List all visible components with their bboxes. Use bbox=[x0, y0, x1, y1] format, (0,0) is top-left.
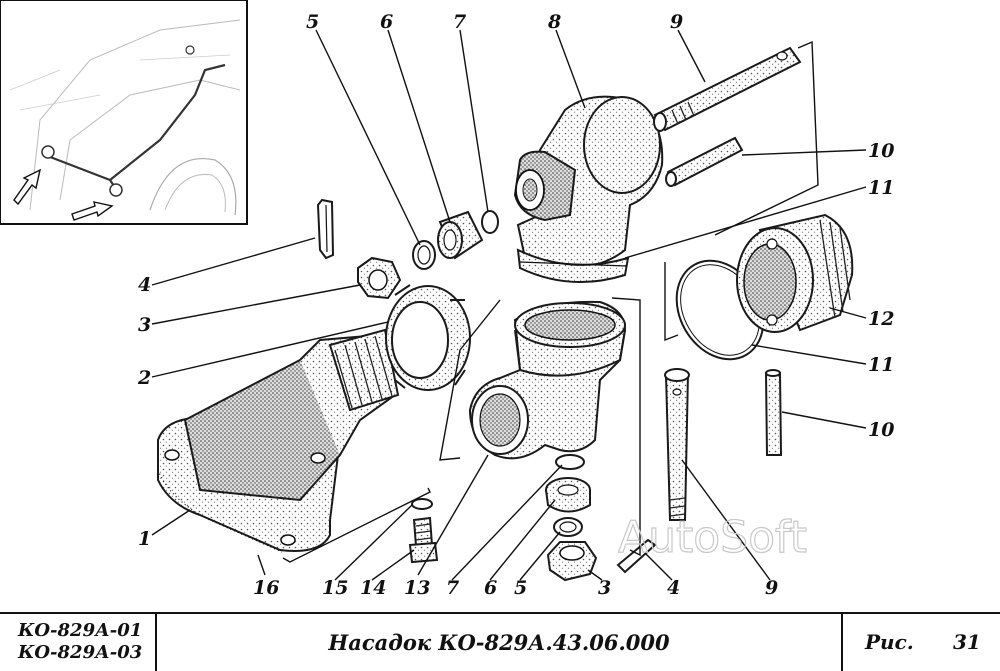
assembly-guide-lines bbox=[282, 40, 819, 563]
part-14-bolt bbox=[408, 516, 439, 564]
inset-vehicle-view bbox=[0, 0, 248, 225]
callout-3: 3 bbox=[598, 577, 611, 599]
watermark: AutoSoft bbox=[618, 512, 807, 563]
part-9-pin-lower bbox=[664, 368, 690, 521]
part-5-lock-washer-upper bbox=[412, 240, 436, 270]
callout-9: 9 bbox=[670, 11, 683, 33]
part-1-flange-body bbox=[157, 328, 400, 552]
callout-10: 10 bbox=[868, 140, 894, 162]
part-10-pin-upper bbox=[665, 136, 744, 187]
figure-reference: Рис. 31 bbox=[843, 614, 1000, 671]
callout-5: 5 bbox=[514, 577, 527, 599]
drawing-title: Насадок КО-829А.43.06.000 bbox=[157, 614, 843, 671]
callout-3: 3 bbox=[138, 314, 151, 336]
callout-2: 2 bbox=[137, 367, 151, 389]
part-10-pin-lower bbox=[764, 369, 783, 456]
figure-number: 31 bbox=[953, 630, 981, 654]
part-2-slotted-nut bbox=[385, 284, 471, 391]
callout-4: 4 bbox=[667, 577, 680, 599]
callout-11: 11 bbox=[868, 177, 894, 199]
part-4-cotter-pin-upper bbox=[316, 198, 335, 260]
part-15-washer bbox=[411, 498, 433, 510]
part-5-lock-washer-lower bbox=[553, 517, 583, 537]
part-3-hex-nut-upper bbox=[357, 256, 402, 300]
model-code-1: КО-829А-01 bbox=[18, 620, 143, 641]
callout-10: 10 bbox=[868, 419, 894, 441]
model-codes: КО-829А-01 КО-829А-03 bbox=[0, 614, 157, 671]
callout-16: 16 bbox=[253, 577, 279, 599]
part-3-hex-nut-lower bbox=[546, 541, 598, 582]
callout-13: 13 bbox=[404, 577, 430, 599]
callout-14: 14 bbox=[360, 577, 386, 599]
model-code-2: КО-829А-03 bbox=[18, 642, 143, 663]
part-13-tee-body bbox=[468, 300, 627, 460]
callout-9: 9 bbox=[765, 577, 778, 599]
part-8-elbow-housing bbox=[513, 95, 664, 283]
callout-12: 12 bbox=[868, 308, 894, 330]
callout-4: 4 bbox=[138, 274, 151, 296]
part-7-ring-lower bbox=[555, 454, 585, 470]
callout-6: 6 bbox=[484, 577, 497, 599]
callout-7: 7 bbox=[453, 11, 466, 33]
part-12-threaded-coupling bbox=[736, 213, 854, 333]
part-6-bushing-upper bbox=[437, 210, 484, 260]
part-4-cotter-pin-lower bbox=[616, 538, 657, 574]
callout-leaders bbox=[151, 29, 867, 581]
callout-7: 7 bbox=[446, 577, 459, 599]
part-7-ring-upper bbox=[481, 210, 499, 234]
callout-11: 11 bbox=[868, 354, 894, 376]
callout-15: 15 bbox=[322, 577, 348, 599]
callout-8: 8 bbox=[547, 11, 561, 33]
callout-5: 5 bbox=[306, 11, 319, 33]
title-block: КО-829А-01 КО-829А-03 Насадок КО-829А.43… bbox=[0, 612, 1000, 671]
part-6-bushing-lower bbox=[545, 477, 591, 513]
callout-labels: 5 6 7 8 9 10 11 12 11 10 4 3 2 1 16 15 1… bbox=[137, 11, 894, 599]
figure-label: Рис. bbox=[865, 630, 914, 654]
callout-1: 1 bbox=[138, 528, 151, 550]
part-9-pin-upper bbox=[653, 46, 802, 132]
callout-6: 6 bbox=[380, 11, 393, 33]
